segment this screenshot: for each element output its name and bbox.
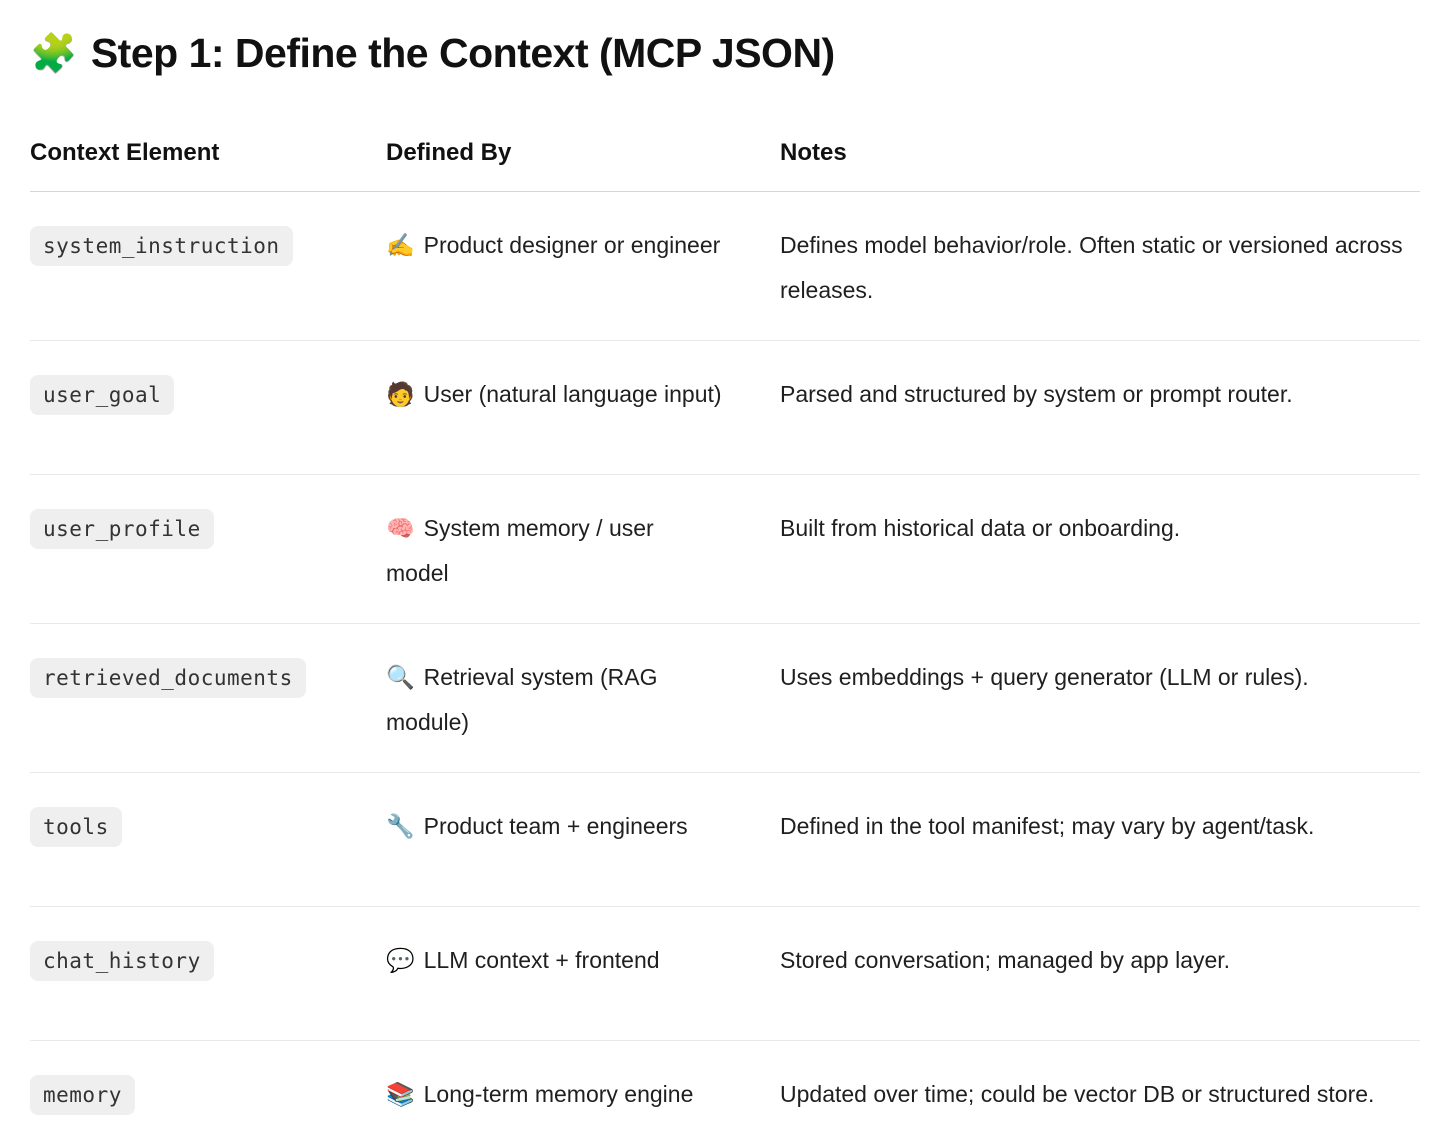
notes-text: Built from historical data or onboarding… <box>780 515 1181 541</box>
table-row: tools 🔧 Product team + engineers Defined … <box>30 773 1420 907</box>
notes-text: Defined in the tool manifest; may vary b… <box>780 813 1315 839</box>
table-row: chat_history 💬 LLM context + frontend Sto… <box>30 907 1420 1041</box>
defined-by-text: User (natural language input) <box>423 381 722 407</box>
table-row: system_instruction ✍️ Product designer or… <box>30 192 1420 341</box>
table-row: memory 📚 Long-term memory engine Updated … <box>30 1041 1420 1144</box>
defined-by-text: LLM context + frontend <box>423 947 660 973</box>
table-row: user_profile 🧠System memory / user model… <box>30 475 1420 624</box>
page-title: 🧩 Step 1: Define the Context (MCP JSON) <box>30 30 1420 77</box>
notes-text: Stored conversation; managed by app laye… <box>780 947 1231 973</box>
code-chip-user-goal: user_goal <box>30 375 175 415</box>
column-header-context-element: Context Element <box>30 139 220 166</box>
table-row: user_goal 🧑 User (natural language input)… <box>30 341 1420 475</box>
code-chip-chat-history: chat_history <box>30 941 214 981</box>
speech-balloon-icon: 💬 <box>386 947 415 973</box>
defined-by-text: Product designer or engineer <box>423 232 721 258</box>
code-chip-tools: tools <box>30 807 122 847</box>
defined-by-text: Long-term memory engine <box>423 1081 694 1107</box>
books-icon: 📚 <box>386 1081 415 1107</box>
wrench-icon: 🔧 <box>386 813 415 839</box>
notes-text: Parsed and structured by system or promp… <box>780 381 1293 407</box>
notes-text: Updated over time; could be vector DB or… <box>780 1081 1375 1107</box>
defined-by-text: System memory / user model <box>386 515 654 586</box>
code-chip-system-instruction: system_instruction <box>30 226 293 266</box>
brain-icon: 🧠 <box>386 515 415 541</box>
code-chip-user-profile: user_profile <box>30 509 214 549</box>
table-header-row: Context Element Defined By Notes <box>30 139 1420 192</box>
defined-by-text: Product team + engineers <box>423 813 688 839</box>
table-row: retrieved_documents 🔍Retrieval system (R… <box>30 624 1420 773</box>
notes-text: Defines model behavior/role. Often stati… <box>780 232 1403 303</box>
code-chip-retrieved-documents: retrieved_documents <box>30 658 306 698</box>
code-chip-memory: memory <box>30 1075 135 1115</box>
writing-hand-icon: ✍️ <box>386 232 415 258</box>
column-header-notes: Notes <box>780 139 847 166</box>
column-header-defined-by: Defined By <box>386 139 512 166</box>
puzzle-piece-icon: 🧩 <box>30 32 77 75</box>
defined-by-text: Retrieval system (RAG module) <box>386 664 658 735</box>
magnifying-glass-icon: 🔍 <box>386 664 415 690</box>
notes-text: Uses embeddings + query generator (LLM o… <box>780 664 1309 690</box>
context-table: Context Element Defined By Notes system_… <box>30 139 1420 1144</box>
person-icon: 🧑 <box>386 381 415 407</box>
page-title-text: Step 1: Define the Context (MCP JSON) <box>90 30 835 76</box>
